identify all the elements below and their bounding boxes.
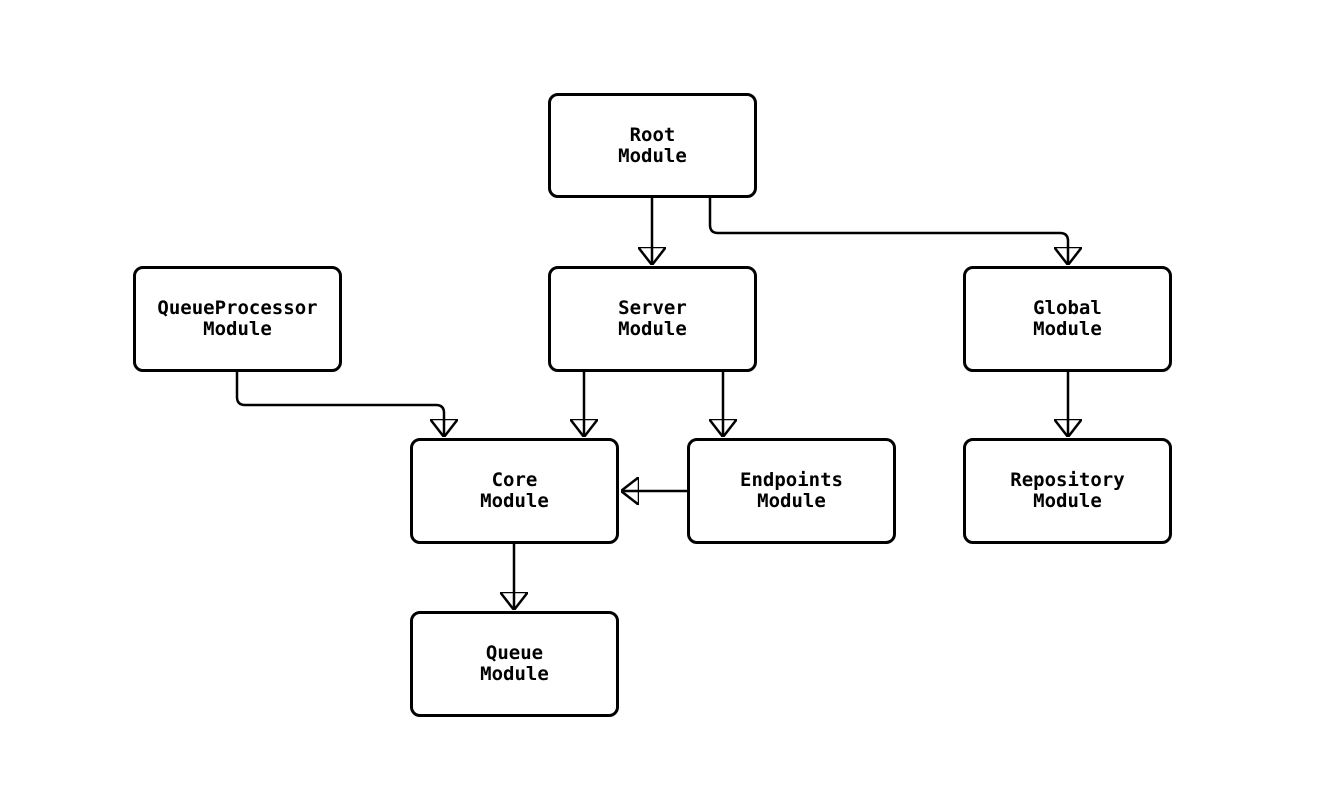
node-repository-module-label: Repository Module xyxy=(1010,469,1125,512)
node-queue-module-label: Queue Module xyxy=(480,642,549,685)
node-server-module: Server Module xyxy=(548,266,757,372)
node-queueprocessor-module: QueueProcessor Module xyxy=(133,266,342,372)
node-root-module-label: Root Module xyxy=(618,123,687,167)
edge-root-to-global xyxy=(708,198,1068,264)
node-endpoints-module-label: Endpoints Module xyxy=(740,469,843,512)
node-global-module: Global Module xyxy=(963,266,1172,372)
node-queue-module: Queue Module xyxy=(410,611,619,717)
node-root-module: Root Module xyxy=(548,93,757,198)
node-queueprocessor-module-label: QueueProcessor Module xyxy=(157,297,318,340)
node-repository-module: Repository Module xyxy=(963,438,1172,544)
node-core-module: Core Module xyxy=(410,438,619,544)
node-server-module-label: Server Module xyxy=(618,297,687,340)
node-core-module-label: Core Module xyxy=(480,469,549,512)
node-global-module-label: Global Module xyxy=(1033,297,1102,340)
edge-queueprocessor-to-core xyxy=(235,372,444,436)
node-endpoints-module: Endpoints Module xyxy=(687,438,896,544)
